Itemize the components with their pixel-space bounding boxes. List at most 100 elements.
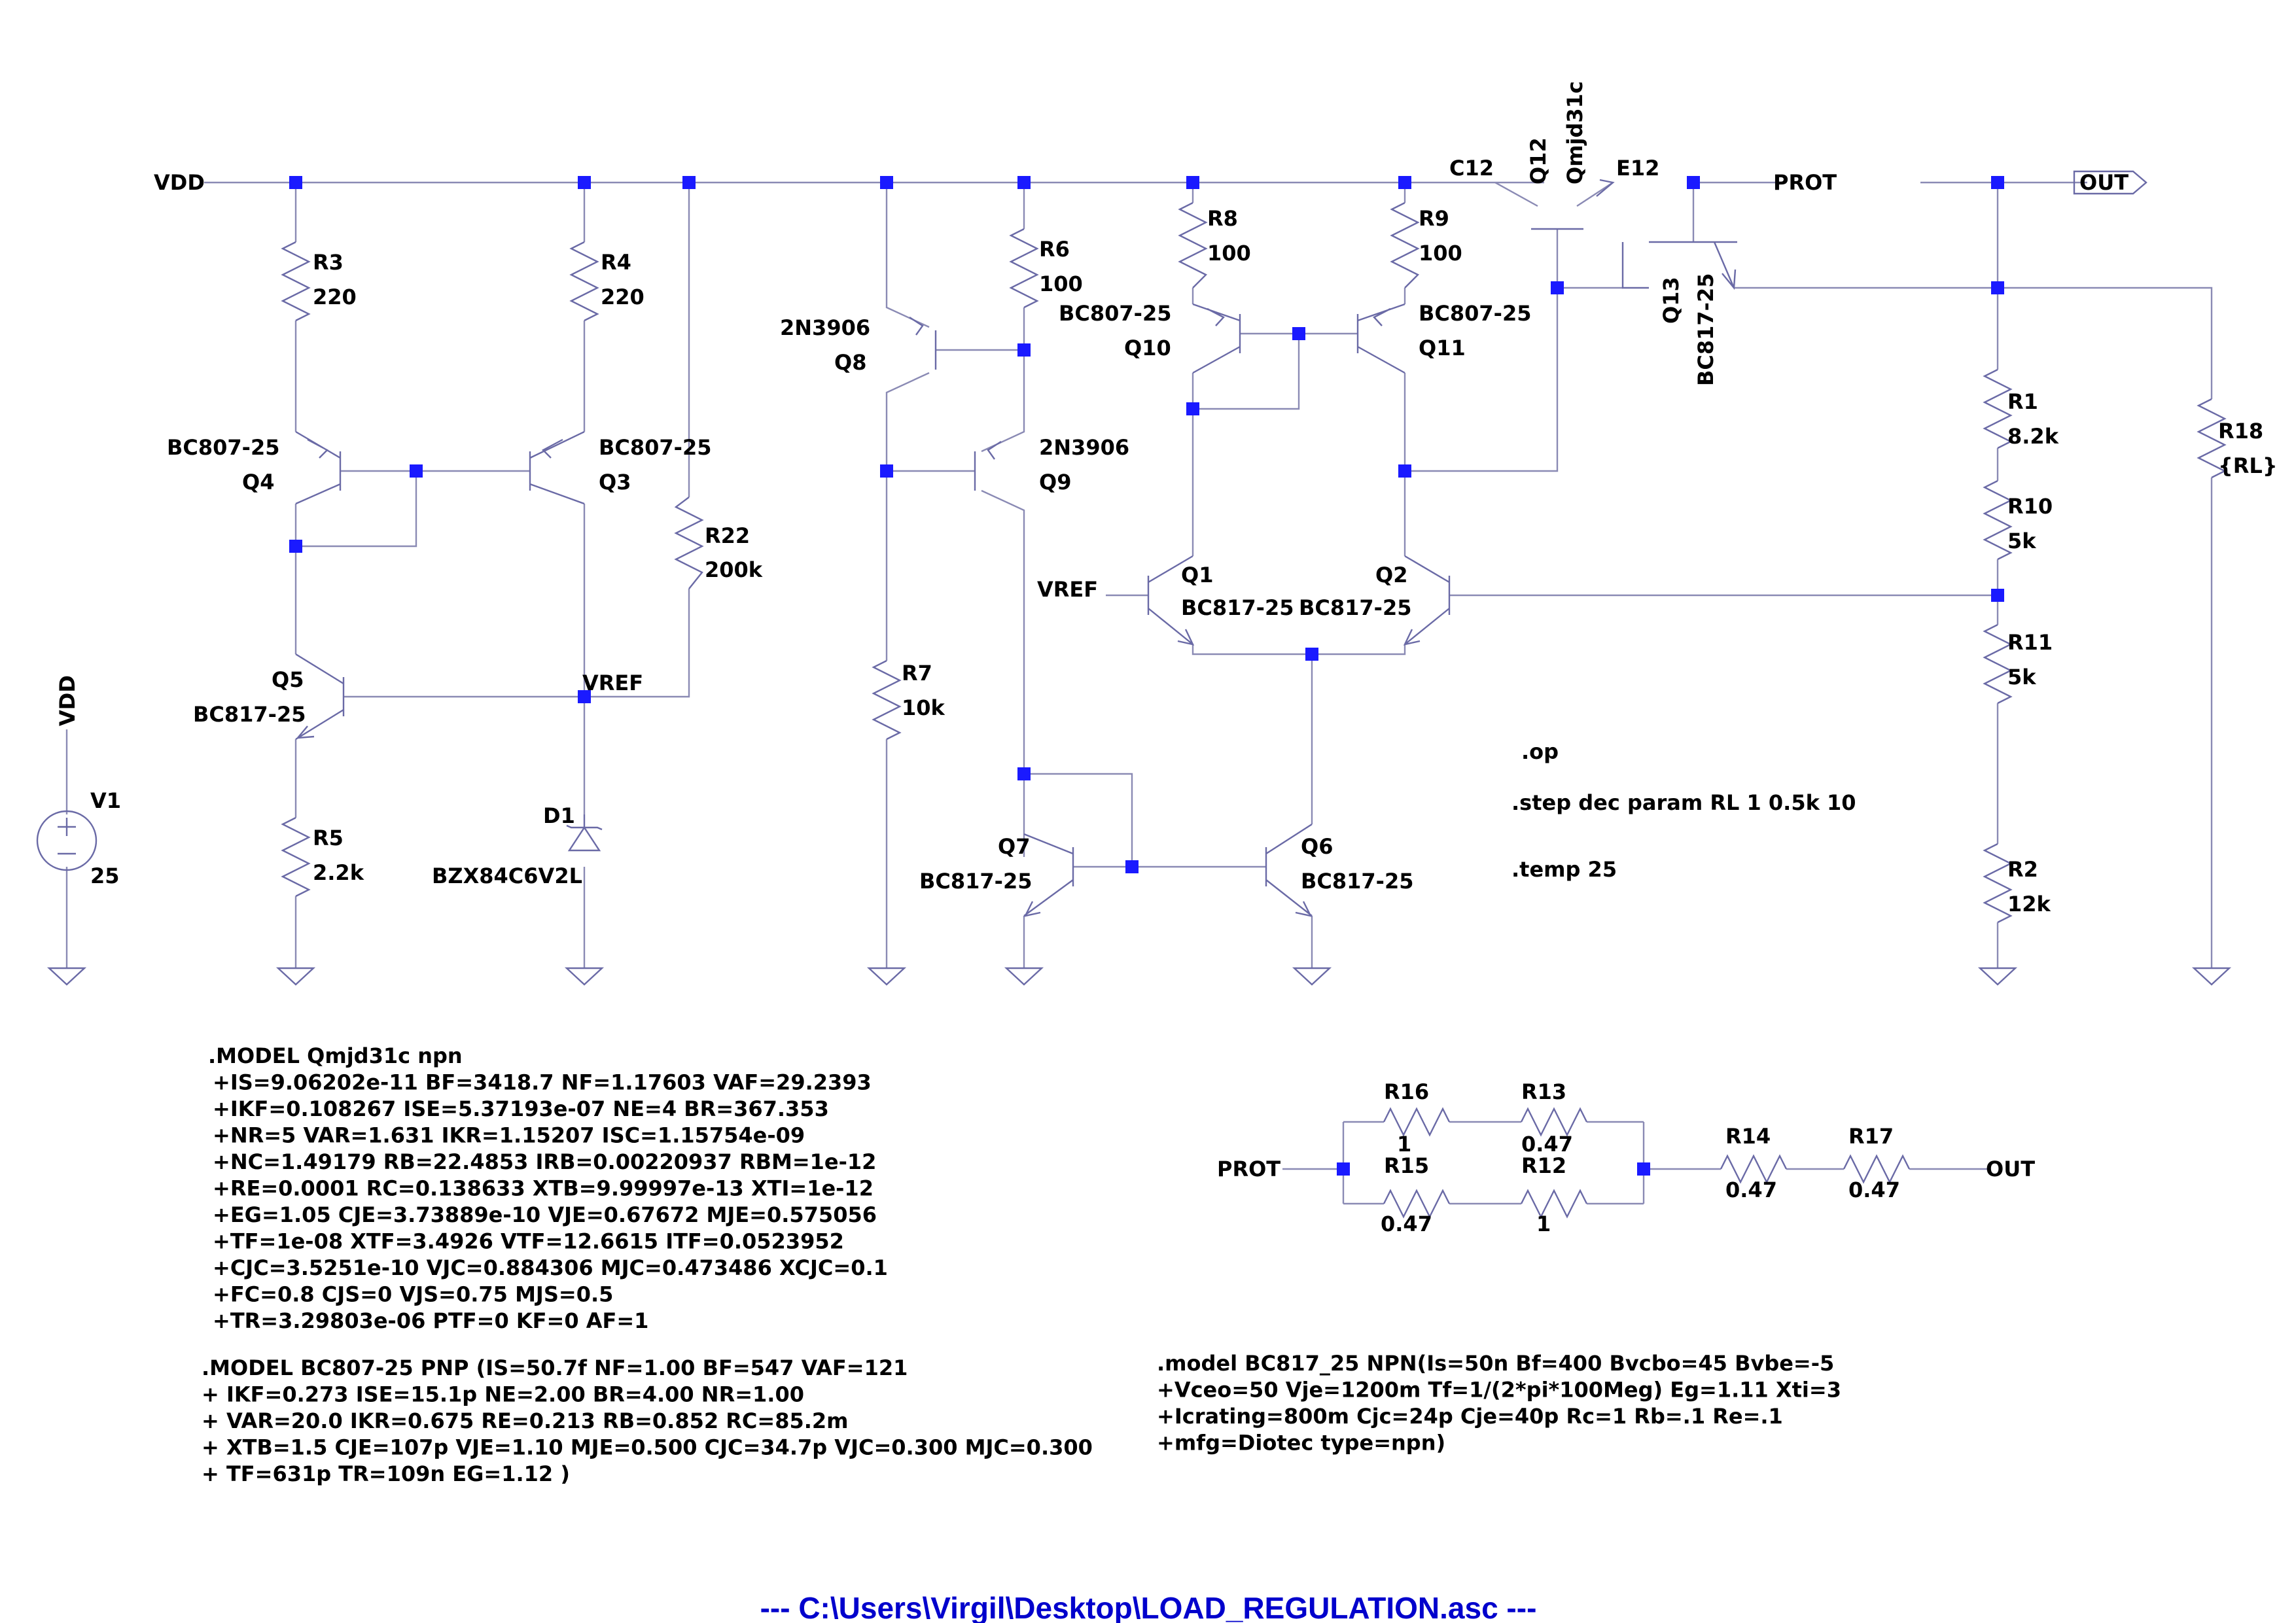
label-r18-ref: R18 [2218,419,2263,444]
label-r6-value: 100 [1039,271,1083,296]
resistor-r4-icon [569,241,599,322]
transistor-q12-icon [1531,179,1615,230]
transistor-q13-icon [1621,241,1737,290]
directive-temp: .temp 25 [1511,857,1617,882]
label-q8-value: 2N3906 [780,315,870,340]
out-port-flag-icon [2073,170,2147,195]
junction [1637,1162,1650,1176]
wires [65,181,2213,1205]
junction [289,540,302,553]
label-r9-value: 100 [1419,241,1462,266]
wire-q11-q12 [1405,288,1559,472]
label-r17-ref: R17 [1848,1124,1894,1149]
model-line: +FC=0.8 CJS=0 VJS=0.75 MJS=0.5 [213,1282,613,1307]
label-q8-ref: Q8 [834,350,866,375]
net-label-prot-bottom: PROT [1217,1157,1280,1181]
label-q3-value: BC807-25 [599,435,711,460]
wire-q8-emitter [885,183,930,328]
label-q12-ref: Q12 [1526,137,1551,184]
transistor-q7-icon [1023,833,1074,917]
label-q1-ref: Q1 [1181,563,1213,587]
label-r10-value: 5k [2007,529,2036,553]
label-r2-value: 12k [2007,892,2051,916]
resistor-r17-icon [1843,1154,1911,1184]
model-line: .MODEL BC807-25 PNP (IS=50.7f NF=1.00 BF… [202,1355,908,1380]
net-label-out-bottom: OUT [1986,1157,2035,1181]
net-label-e12: E12 [1616,156,1659,181]
resistor-r7-icon [872,659,902,741]
label-r4-value: 220 [601,285,645,309]
model-qmjd31c-block: .MODEL Qmjd31c npn+IS=9.06202e-11 BF=341… [208,1043,888,1333]
resistor-r15-icon [1383,1189,1451,1219]
model-line: +NR=5 VAR=1.631 IKR=1.15207 ISC=1.15754e… [213,1123,805,1148]
label-r15-value: 0.47 [1381,1212,1432,1236]
model-line: +TR=3.29803e-06 PTF=0 KF=0 AF=1 [213,1308,648,1333]
junction [578,176,591,189]
junction [1991,281,2004,294]
transistor-q1-icon [1147,555,1195,646]
label-q9-value: 2N3906 [1039,435,1129,460]
net-label-vdd-source: VDD [55,675,80,726]
junction [289,176,302,189]
label-r5-ref: R5 [313,826,344,850]
wire-q12-collector [1494,181,1538,207]
label-r16-ref: R16 [1384,1079,1429,1104]
label-r3-value: 220 [313,285,357,309]
label-r22-value: 200k [705,557,763,582]
junction [1017,767,1031,780]
transistor-q5-icon [295,653,345,741]
label-r1-value: 8.2k [2007,424,2059,449]
label-r6-ref: R6 [1039,237,1070,262]
ground-d1-icon [564,967,605,986]
voltage-source-plus [58,818,76,855]
label-q4-value: BC807-25 [167,435,279,460]
transistor-q3-icon [529,430,585,505]
junction [880,176,893,189]
resistor-r12-icon [1520,1189,1588,1219]
junction [1017,176,1031,189]
label-q10-value: BC807-25 [1059,301,1171,326]
label-r2-ref: R2 [2007,857,2038,882]
net-label-vref-diffpair: VREF [1037,577,1098,602]
wire-diffpair-tail [1192,644,1406,655]
net-label-vdd: VDD [154,170,205,195]
resistor-r16-icon [1383,1107,1451,1137]
model-bc807-block: .MODEL BC807-25 PNP (IS=50.7f NF=1.00 BF… [202,1355,1093,1486]
label-q6-ref: Q6 [1301,834,1333,859]
label-q13-ref: Q13 [1659,277,1684,324]
net-label-c12: C12 [1449,156,1494,181]
resistor-r5-icon [281,816,311,898]
junction [1337,1162,1350,1176]
label-r4-ref: R4 [601,250,631,275]
label-r18-value: {RL} [2218,453,2278,478]
label-r8-ref: R8 [1207,206,1238,231]
model-line: + XTB=1.5 CJE=107p VJE=1.10 MJE=0.500 CJ… [202,1435,1093,1460]
label-r15-ref: R15 [1384,1153,1429,1178]
label-r17-value: 0.47 [1848,1178,1900,1202]
junction [1991,589,2004,602]
label-q2-value: BC817-25 [1299,595,1411,620]
label-q7-ref: Q7 [998,834,1030,859]
resistor-r1-icon [1983,368,2013,449]
ground-v1-icon [46,967,87,986]
junction [1398,176,1411,189]
resistor-r9-icon [1390,201,1420,288]
junction [1551,281,1564,294]
label-q4-ref: Q4 [242,470,274,495]
model-line: +Vceo=50 Vje=1200m Tf=1/(2*pi*100Meg) Eg… [1157,1378,1841,1403]
transistor-q11-icon [1356,303,1405,374]
model-line: +IS=9.06202e-11 BF=3418.7 NF=1.17603 VAF… [213,1070,872,1095]
model-line: +TF=1e-08 XTF=3.4926 VTF=12.6615 ITF=0.0… [213,1229,844,1254]
model-line: +NC=1.49179 RB=22.4853 IRB=0.00220937 RB… [213,1149,876,1174]
ground-r5-icon [275,967,316,986]
model-line: +CJC=3.5251e-10 VJC=0.884306 MJC=0.47348… [213,1255,888,1280]
label-q13-value: BC817-25 [1693,273,1718,386]
wire-r6-q9 [981,307,1025,453]
label-r10-ref: R10 [2007,494,2053,519]
label-r13-ref: R13 [1521,1079,1566,1104]
zener-d1-icon [566,814,603,852]
label-r9-ref: R9 [1419,206,1449,231]
junction [880,464,893,478]
label-r14-ref: R14 [1725,1124,1771,1149]
resistor-r22-icon [674,497,704,589]
